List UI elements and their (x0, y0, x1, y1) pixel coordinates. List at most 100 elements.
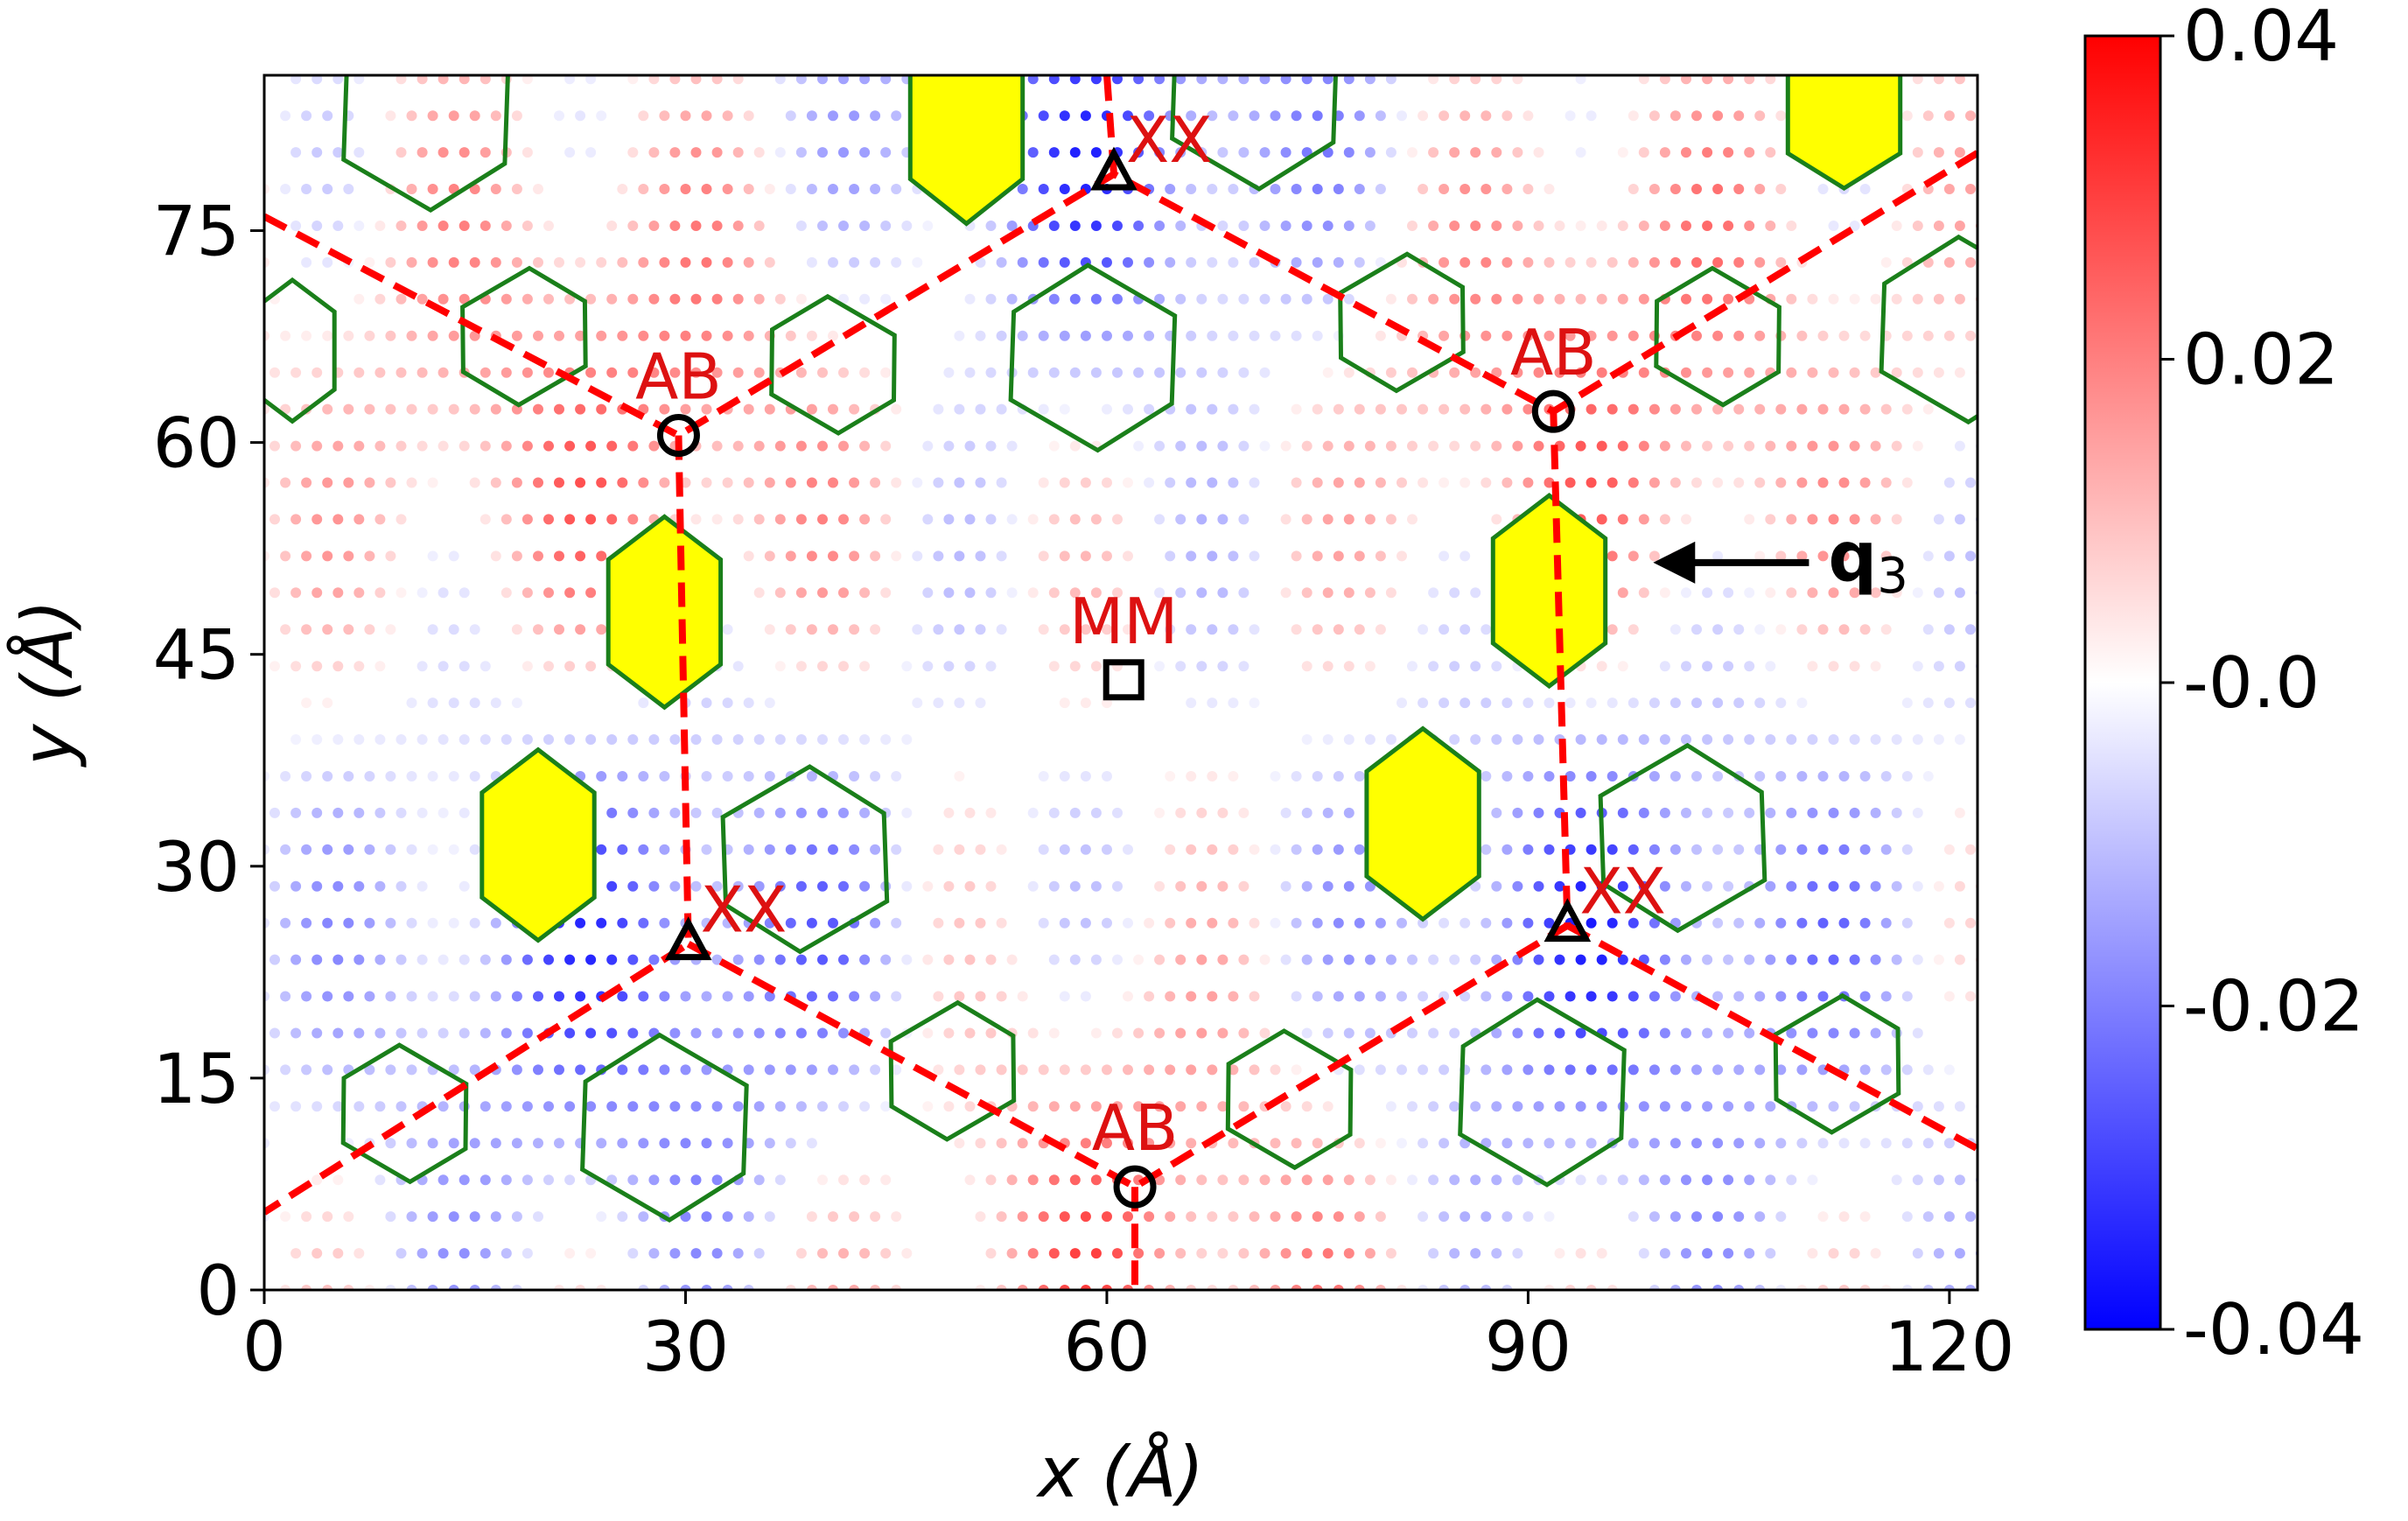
charge-density-point (1123, 1064, 1133, 1076)
charge-density-point (511, 624, 522, 635)
charge-density-point (701, 110, 712, 122)
charge-density-point (1102, 330, 1112, 341)
charge-density-point (1712, 330, 1724, 341)
charge-density-point (1470, 954, 1481, 965)
charge-density-point (1196, 1027, 1208, 1039)
charge-density-point (1659, 440, 1670, 452)
charge-density-point (1480, 403, 1492, 415)
charge-density-point (1186, 110, 1197, 122)
charge-density-point (1807, 367, 1818, 378)
charge-density-point (1407, 1027, 1418, 1039)
charge-density-point (1733, 917, 1745, 929)
charge-density-point (1123, 1138, 1133, 1149)
charge-density-point (1901, 697, 1913, 709)
charge-density-point (1502, 256, 1513, 268)
charge-density-point (458, 440, 470, 452)
charge-density-point (406, 477, 417, 488)
charge-density-point (1775, 697, 1787, 709)
charge-density-point (1048, 807, 1060, 818)
charge-density-point (511, 1138, 522, 1149)
charge-density-point (996, 477, 1007, 488)
charge-density-point (448, 771, 459, 782)
charge-density-point (764, 991, 775, 1002)
charge-density-point (1943, 1138, 1955, 1149)
charge-density-point (943, 367, 955, 378)
charge-density-point (1069, 954, 1081, 965)
charge-density-point (1396, 110, 1407, 122)
charge-density-point (500, 1027, 512, 1039)
charge-density-point (1418, 624, 1429, 635)
charge-density-point (1144, 991, 1155, 1002)
charge-density-point (1375, 1211, 1386, 1223)
charge-density-point (1702, 1027, 1713, 1039)
charge-density-point (985, 880, 997, 892)
charge-density-point (1059, 256, 1070, 268)
charge-density-point (1364, 587, 1376, 599)
charge-density-point (1196, 1174, 1208, 1186)
charge-density-point (701, 917, 712, 929)
charge-density-point (290, 1027, 302, 1039)
charge-density-point (1333, 844, 1344, 855)
charge-density-point (1733, 991, 1745, 1002)
charge-density-point (1438, 624, 1450, 635)
charge-density-point (954, 1064, 965, 1076)
charge-density-point (954, 917, 965, 929)
charge-density-point (1491, 221, 1502, 231)
charge-density-point (1449, 75, 1460, 85)
charge-density-point (322, 550, 333, 562)
charge-density-point (1154, 807, 1166, 818)
charge-density-point (806, 403, 817, 415)
charge-density-point (732, 734, 744, 745)
charge-density-point (1744, 661, 1755, 672)
charge-density-point (817, 1248, 828, 1259)
charge-density-point (933, 624, 944, 635)
charge-density-point (1186, 771, 1197, 782)
charge-density-point (1617, 1027, 1628, 1039)
charge-density-point (659, 256, 670, 268)
charge-density-point (817, 1101, 828, 1112)
charge-density-point (1912, 1101, 1923, 1112)
charge-density-point (458, 293, 470, 305)
charge-density-point (1606, 991, 1618, 1002)
charge-density-point (270, 587, 280, 599)
charge-density-point (1849, 514, 1860, 525)
charge-density-point (354, 587, 365, 599)
charge-density-point (1069, 587, 1081, 599)
charge-density-point (1354, 477, 1365, 488)
charge-density-point (1544, 184, 1555, 194)
charge-density-point (996, 991, 1007, 1002)
charge-density-point (1038, 1064, 1049, 1076)
charge-density-point (753, 880, 765, 892)
charge-density-point (312, 514, 323, 525)
charge-density-point (701, 477, 712, 488)
charge-density-point (1606, 330, 1618, 341)
charge-density-point (1786, 954, 1797, 965)
charge-density-point (1301, 440, 1312, 452)
charge-density-point (1681, 221, 1691, 231)
charge-density-point (1796, 1064, 1808, 1076)
charge-density-point (1628, 403, 1639, 415)
charge-density-point (1123, 1211, 1133, 1223)
charge-density-point (1364, 440, 1376, 452)
charge-density-point (627, 75, 639, 85)
charge-density-point (849, 844, 860, 855)
charge-density-point (1186, 1211, 1197, 1223)
charge-density-point (1502, 771, 1513, 782)
charge-density-point (1765, 440, 1776, 452)
charge-density-point (427, 184, 438, 194)
charge-density-point (1702, 75, 1713, 85)
charge-density-point (849, 256, 860, 268)
charge-density-point (575, 550, 586, 562)
charge-density-point (880, 147, 892, 158)
charge-density-point (522, 954, 533, 965)
charge-density-point (859, 587, 871, 599)
charge-density-point (312, 367, 323, 378)
charge-density-point (1480, 330, 1492, 341)
charge-density-point (1186, 1138, 1197, 1149)
charge-density-point (1648, 477, 1660, 488)
charge-density-point (743, 110, 754, 122)
charge-density-point (627, 954, 639, 965)
charge-density-point (596, 1138, 607, 1149)
charge-density-point (1375, 184, 1386, 194)
